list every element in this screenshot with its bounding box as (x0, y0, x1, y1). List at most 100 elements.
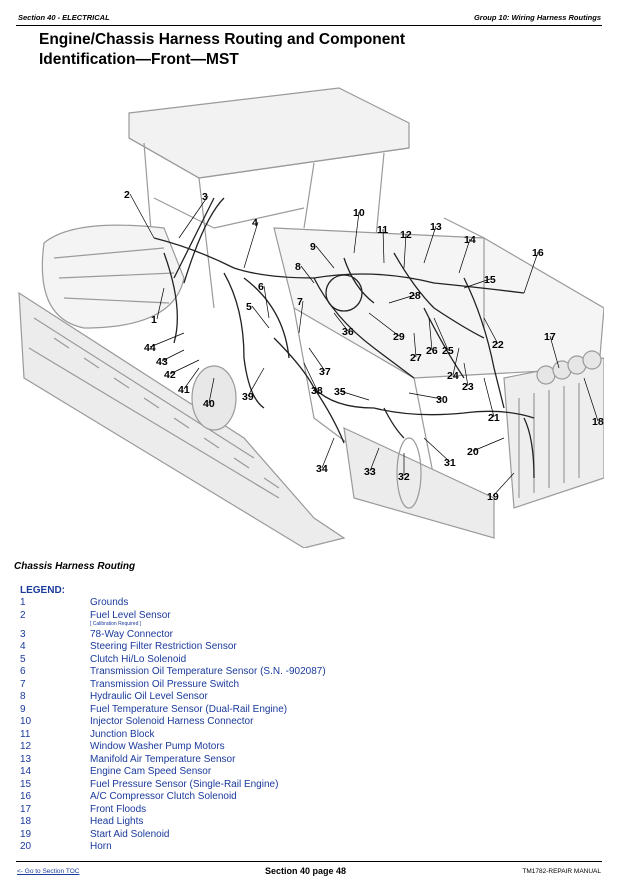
legend-item-number: 16 (20, 791, 32, 802)
callout-label: 8 (295, 261, 301, 273)
callout-leader (483, 377, 495, 418)
legend-item-name: Fuel Level Sensor (90, 609, 171, 621)
legend-item-number: 3 (20, 628, 26, 640)
callout-label: 23 (462, 381, 474, 393)
callout-label: 6 (258, 281, 264, 293)
legend-item-name: Injector Solenoid Harness Connector (90, 716, 254, 727)
callout-leader (339, 390, 370, 401)
callout-label: 11 (377, 224, 388, 236)
callout-leader (315, 245, 335, 269)
callout-label: 31 (444, 457, 456, 469)
callout-leader (458, 238, 471, 274)
callout-leader (388, 294, 416, 304)
callout-label: 21 (488, 412, 500, 424)
callout-leader (353, 211, 360, 254)
legend-item-name: Start Aid Solenoid (90, 828, 170, 840)
callout-label: 24 (447, 370, 459, 382)
page-title-line-2: Identification—Front—MST (39, 51, 239, 68)
callout-leader (298, 300, 304, 334)
legend-item-number: 15 (20, 778, 32, 790)
callout-leader (452, 347, 460, 376)
callout-label: 16 (532, 247, 544, 259)
callout-leader (583, 377, 599, 422)
legend-item: 8 Hydraulic Oil Level Sensor (20, 691, 580, 704)
legend-item-name: Horn (90, 841, 112, 852)
legend-item: 11 Junction Block (20, 729, 580, 742)
legend-item-number: 19 (20, 828, 32, 840)
callout-leader (308, 347, 326, 372)
callout-leader (169, 359, 200, 375)
legend-item-number: 6 (20, 666, 26, 677)
callout-label: 38 (311, 385, 323, 397)
legend-item-number: 10 (20, 716, 32, 727)
legend-item-name: Junction Block (90, 728, 155, 740)
legend-item-name: 78-Way Connector (90, 628, 173, 640)
callout-label: 25 (442, 345, 454, 357)
page-number: Section 40 page 48 (265, 866, 347, 876)
callout-label: 14 (464, 234, 476, 246)
section-toc-link[interactable]: <- Go to Section TOC (17, 868, 80, 875)
callout-label: 10 (353, 207, 365, 219)
legend-item-name: Transmission Oil Temperature Sensor (S.N… (90, 666, 326, 677)
callout-label: 34 (316, 463, 328, 475)
legend-item-name: Manifold Air Temperature Sensor (90, 753, 236, 765)
legend-item-name: Grounds (90, 597, 129, 608)
legend-item: 3 78-Way Connector (20, 629, 580, 642)
callout-leader (368, 312, 400, 337)
callout-leader (263, 285, 270, 319)
legend-item-name: Transmission Oil Pressure Switch (90, 678, 240, 690)
legend-item-name: A/C Compressor Clutch Solenoid (90, 791, 237, 802)
callout-leader (463, 362, 469, 387)
legend-item-number: 9 (20, 703, 26, 715)
legend-item-number: 1 (20, 597, 26, 608)
callout-label: 28 (409, 290, 421, 302)
manual-id: TM1782-REPAIR MANUAL (522, 868, 601, 875)
callout-label: 33 (364, 466, 376, 478)
callout-label: 42 (164, 369, 176, 381)
callout-leader (161, 349, 185, 362)
callout-leader (483, 317, 499, 345)
callout-label: 20 (467, 446, 479, 458)
callout-label: 32 (398, 471, 410, 483)
callout-label: 37 (319, 366, 331, 378)
callout-leader (247, 367, 265, 397)
callout-leader (149, 332, 185, 348)
legend-item-name: Window Washer Pump Motors (90, 741, 225, 752)
legend-item-name: Front Floods (90, 803, 147, 815)
callout-leader (208, 377, 215, 404)
callout-label: 9 (310, 241, 316, 253)
legend-item-number: 8 (20, 691, 26, 702)
callout-leader (549, 335, 560, 369)
legend-title: LEGEND: (20, 585, 65, 596)
legend-item-note: [ Calibration Required ] (90, 620, 142, 627)
callout-label: 29 (393, 331, 405, 343)
callout-label: 15 (484, 274, 496, 286)
callout-leader (243, 221, 259, 269)
callout-label: 5 (246, 301, 252, 313)
legend-item-number: 7 (20, 678, 26, 690)
page-title: Engine/Chassis Harness Routing and Compo… (39, 30, 405, 70)
callout-label: 17 (544, 331, 556, 343)
callout-label: 39 (242, 391, 254, 403)
callout-label: 2 (124, 189, 130, 201)
legend-item-number: 11 (20, 728, 31, 740)
callout-label: 19 (487, 491, 499, 503)
legend-item: 1 Grounds (20, 597, 580, 610)
callout-label: 1 (151, 314, 157, 326)
legend-item-number: 2 (20, 609, 26, 621)
callout-label: 35 (334, 386, 346, 398)
callout-leader (433, 317, 449, 351)
callout-leader (523, 251, 539, 294)
callout-leader (408, 392, 443, 400)
callout-label: 30 (436, 394, 448, 406)
legend-item: 19 Start Aid Solenoid (20, 829, 580, 842)
section-header: Section 40 - ELECTRICAL (18, 13, 110, 22)
callout-label: 44 (144, 342, 156, 354)
legend-item-name: Hydraulic Oil Level Sensor (90, 691, 208, 702)
callout-leader (321, 437, 335, 469)
